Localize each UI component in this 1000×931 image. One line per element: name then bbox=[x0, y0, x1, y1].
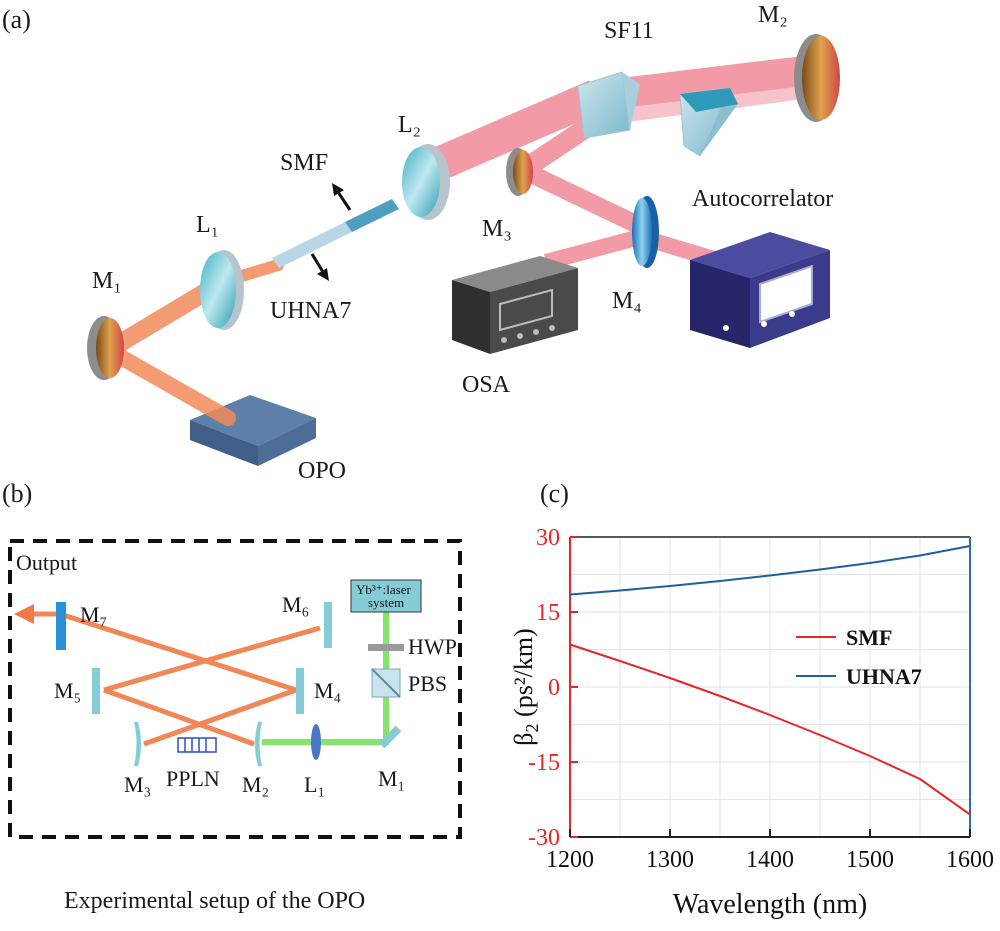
x-axis-label: Wavelength (nm) bbox=[673, 889, 867, 920]
label-yb-line1: Yb³⁺:laser bbox=[356, 582, 411, 597]
autocorrelator-device bbox=[690, 232, 830, 348]
label-m1: M₁ bbox=[92, 268, 122, 294]
series-line-uhna7 bbox=[569, 545, 971, 596]
sf11-prism-1 bbox=[577, 71, 640, 139]
l1-lens bbox=[200, 250, 244, 330]
m2-mirror bbox=[794, 34, 840, 122]
label-hwp: HWP bbox=[408, 634, 457, 659]
label-output: Output bbox=[16, 550, 77, 575]
y-tick-label: 15 bbox=[536, 600, 560, 626]
hwp-plate bbox=[368, 644, 404, 651]
label-osa: OSA bbox=[462, 372, 511, 398]
smf-arrow bbox=[332, 183, 352, 211]
label-opo: OPO bbox=[298, 458, 346, 484]
label-m2: M₂ bbox=[758, 2, 788, 28]
label-ppln: PPLN bbox=[166, 766, 220, 791]
y-tick-label: -30 bbox=[528, 825, 560, 851]
series-line-smf bbox=[569, 643, 971, 816]
l2-lens bbox=[402, 144, 450, 220]
x-tick-label: 1500 bbox=[846, 847, 894, 873]
output-arrow bbox=[14, 604, 34, 624]
cavity-beams bbox=[28, 611, 321, 747]
label-m7: M₇ bbox=[80, 602, 107, 627]
y-tick-label: 0 bbox=[548, 675, 560, 701]
pbs-cube bbox=[371, 668, 401, 698]
panel-b-tag: (b) bbox=[2, 479, 32, 508]
x-tick-label: 1200 bbox=[546, 847, 594, 873]
legend-label-uhna7: UHNA7 bbox=[846, 664, 922, 689]
sf11-prism-2 bbox=[679, 87, 738, 157]
label-uhna7: UHNA7 bbox=[270, 298, 351, 324]
label-m1: M₁ bbox=[378, 766, 405, 791]
label-pbs: PBS bbox=[408, 671, 447, 696]
y-tick-label: 30 bbox=[536, 525, 560, 551]
label-m4: M₄ bbox=[314, 678, 341, 703]
label-m6: M₆ bbox=[282, 592, 309, 617]
x-tick-label: 1300 bbox=[646, 847, 694, 873]
label-l1: L₁ bbox=[196, 212, 219, 238]
y-axis-label: β2 (ps²/km) bbox=[509, 628, 542, 745]
beam-opo-path bbox=[103, 259, 284, 426]
label-yb-line2: system bbox=[368, 595, 404, 610]
b-m3-mirror bbox=[134, 722, 141, 766]
label-m3: M₃ bbox=[124, 772, 151, 797]
panel-a: (a) bbox=[2, 2, 840, 484]
panel-a-tag: (a) bbox=[2, 5, 31, 34]
label-m5: M₅ bbox=[54, 678, 81, 703]
b-l1-lens bbox=[311, 724, 321, 760]
b-m4-mirror bbox=[296, 668, 304, 714]
fiber bbox=[272, 199, 399, 268]
label-autocorrelator: Autocorrelator bbox=[692, 186, 833, 212]
panel-c-tag: (c) bbox=[540, 479, 569, 508]
ppln-crystal bbox=[177, 737, 217, 753]
b-m2-mirror bbox=[255, 722, 262, 766]
m1-mirror bbox=[87, 316, 124, 380]
b-m7-mirror bbox=[56, 602, 66, 650]
m4-lens bbox=[632, 196, 659, 268]
b-m1-mirror bbox=[378, 725, 402, 749]
label-smf: SMF bbox=[280, 150, 328, 176]
panel-b-caption: Experimental setup of the OPO bbox=[64, 888, 365, 914]
label-m4: M₄ bbox=[612, 288, 642, 314]
label-l2: L₂ bbox=[398, 112, 421, 138]
y-tick-label: -15 bbox=[528, 750, 560, 776]
b-m5-mirror bbox=[92, 668, 100, 714]
label-m3: M₃ bbox=[482, 216, 512, 242]
m3-mirror bbox=[506, 148, 533, 196]
label-m2: M₂ bbox=[242, 772, 269, 797]
legend-label-smf: SMF bbox=[846, 625, 892, 650]
osa-device bbox=[452, 256, 578, 354]
yb-laser-box bbox=[350, 579, 422, 613]
label-sf11: SF11 bbox=[604, 18, 654, 44]
b-m6-mirror bbox=[324, 602, 332, 648]
opo-dashed-box bbox=[8, 539, 462, 839]
panel-b: (b) bbox=[2, 479, 462, 914]
label-l1: L₁ bbox=[304, 772, 325, 797]
uhna7-arrow bbox=[310, 253, 329, 281]
x-tick-label: 1600 bbox=[946, 847, 994, 873]
x-tick-label: 1400 bbox=[746, 847, 794, 873]
